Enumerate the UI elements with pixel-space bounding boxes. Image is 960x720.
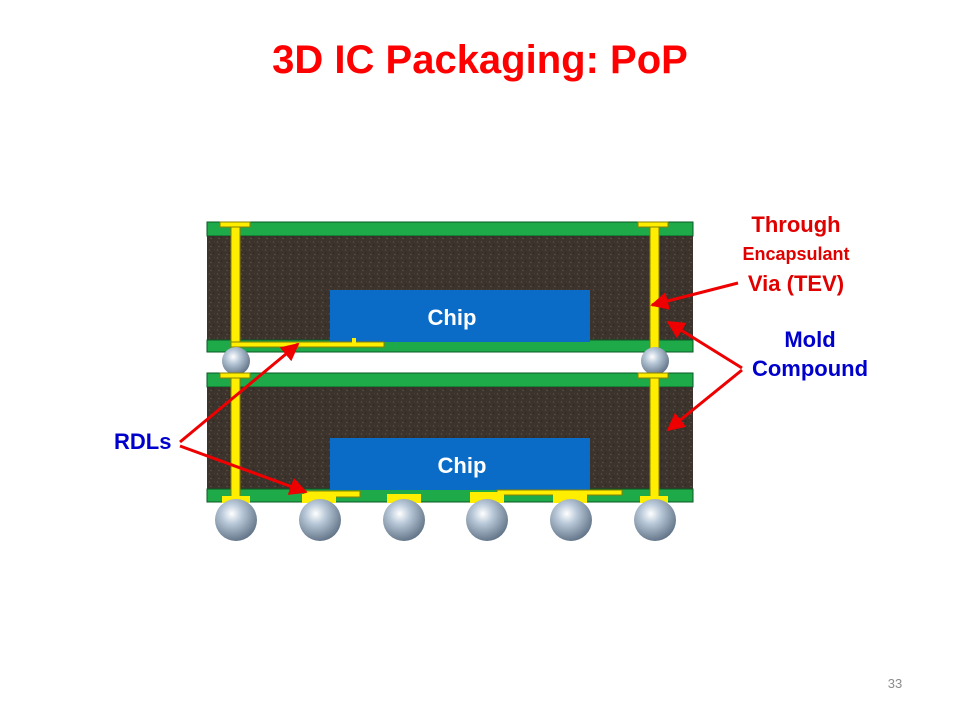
rdl-label: RDLs — [114, 429, 172, 454]
bottom-right-tev-pad — [637, 372, 669, 379]
tev-label-line1: Through — [751, 212, 841, 237]
arrow-tev — [650, 281, 739, 310]
bottom-substrate-upper — [206, 372, 694, 388]
top-left-tev-pad — [219, 221, 251, 228]
mold-label-line1: Mold — [784, 327, 836, 352]
tev-label-line3: Via (TEV) — [747, 271, 845, 296]
bottom-right-tev — [649, 372, 660, 503]
bottom-left-tev-pad — [219, 372, 251, 379]
arrow-mold-bottom — [666, 368, 743, 432]
top-rdl — [230, 341, 385, 348]
interposer-ball-left — [222, 347, 250, 375]
bottom-package: Chip — [206, 372, 694, 541]
arrow-rdl-bottom — [179, 444, 308, 495]
top-left-tev — [230, 221, 241, 353]
top-chip-label: Chip — [428, 305, 477, 330]
top-substrate-upper — [206, 221, 694, 237]
mold-label-line2: Compound — [751, 356, 869, 381]
callout-arrows — [179, 281, 743, 495]
page-number: 33 — [887, 676, 903, 691]
solder-ball — [634, 499, 676, 541]
tev-label-line2: Encapsulant — [742, 244, 850, 264]
bottom-pad-4 — [470, 492, 504, 503]
bottom-chip-label: Chip — [438, 453, 487, 478]
top-package: Chip — [206, 221, 694, 375]
solder-ball — [383, 499, 425, 541]
arrow-mold-top — [666, 320, 743, 370]
top-rdl-bump — [352, 338, 356, 344]
bottom-pad-5 — [553, 494, 587, 503]
solder-ball — [466, 499, 508, 541]
top-chip — [330, 290, 590, 342]
arrow-rdl-top — [179, 342, 300, 444]
solder-ball — [550, 499, 592, 541]
interposer-ball-right — [641, 347, 669, 375]
top-right-tev — [649, 221, 660, 353]
bottom-pad-2 — [302, 494, 336, 503]
solder-ball — [215, 499, 257, 541]
top-right-tev-pad — [637, 221, 669, 228]
slide-title: 3D IC Packaging: PoP — [272, 38, 688, 82]
solder-ball — [299, 499, 341, 541]
bottom-pad-3 — [387, 494, 421, 503]
bottom-chip — [330, 438, 590, 490]
